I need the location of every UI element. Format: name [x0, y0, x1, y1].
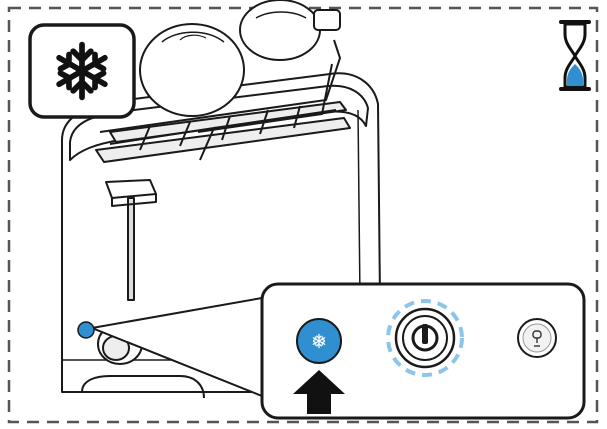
bun-2 [239, 0, 321, 61]
defrost-button[interactable] [296, 318, 342, 364]
lever-slot [127, 197, 135, 301]
defrost-mode-badge [28, 23, 136, 119]
hourglass-icon [559, 20, 591, 91]
toaster-foot [81, 375, 205, 399]
power-icon [411, 324, 439, 352]
control-panel [260, 282, 586, 420]
defrost-led [77, 321, 95, 339]
rack-handle [313, 9, 341, 31]
bun-icon [532, 330, 542, 347]
bun-1 [139, 23, 245, 117]
lever-handle [105, 179, 157, 199]
warming-rack [99, 39, 342, 161]
toaster-side-line [357, 109, 361, 301]
bun-on-rack [139, 0, 321, 117]
reheat-button[interactable] [517, 318, 557, 358]
power-dial[interactable] [386, 299, 464, 377]
arrow-up-icon [293, 370, 345, 414]
